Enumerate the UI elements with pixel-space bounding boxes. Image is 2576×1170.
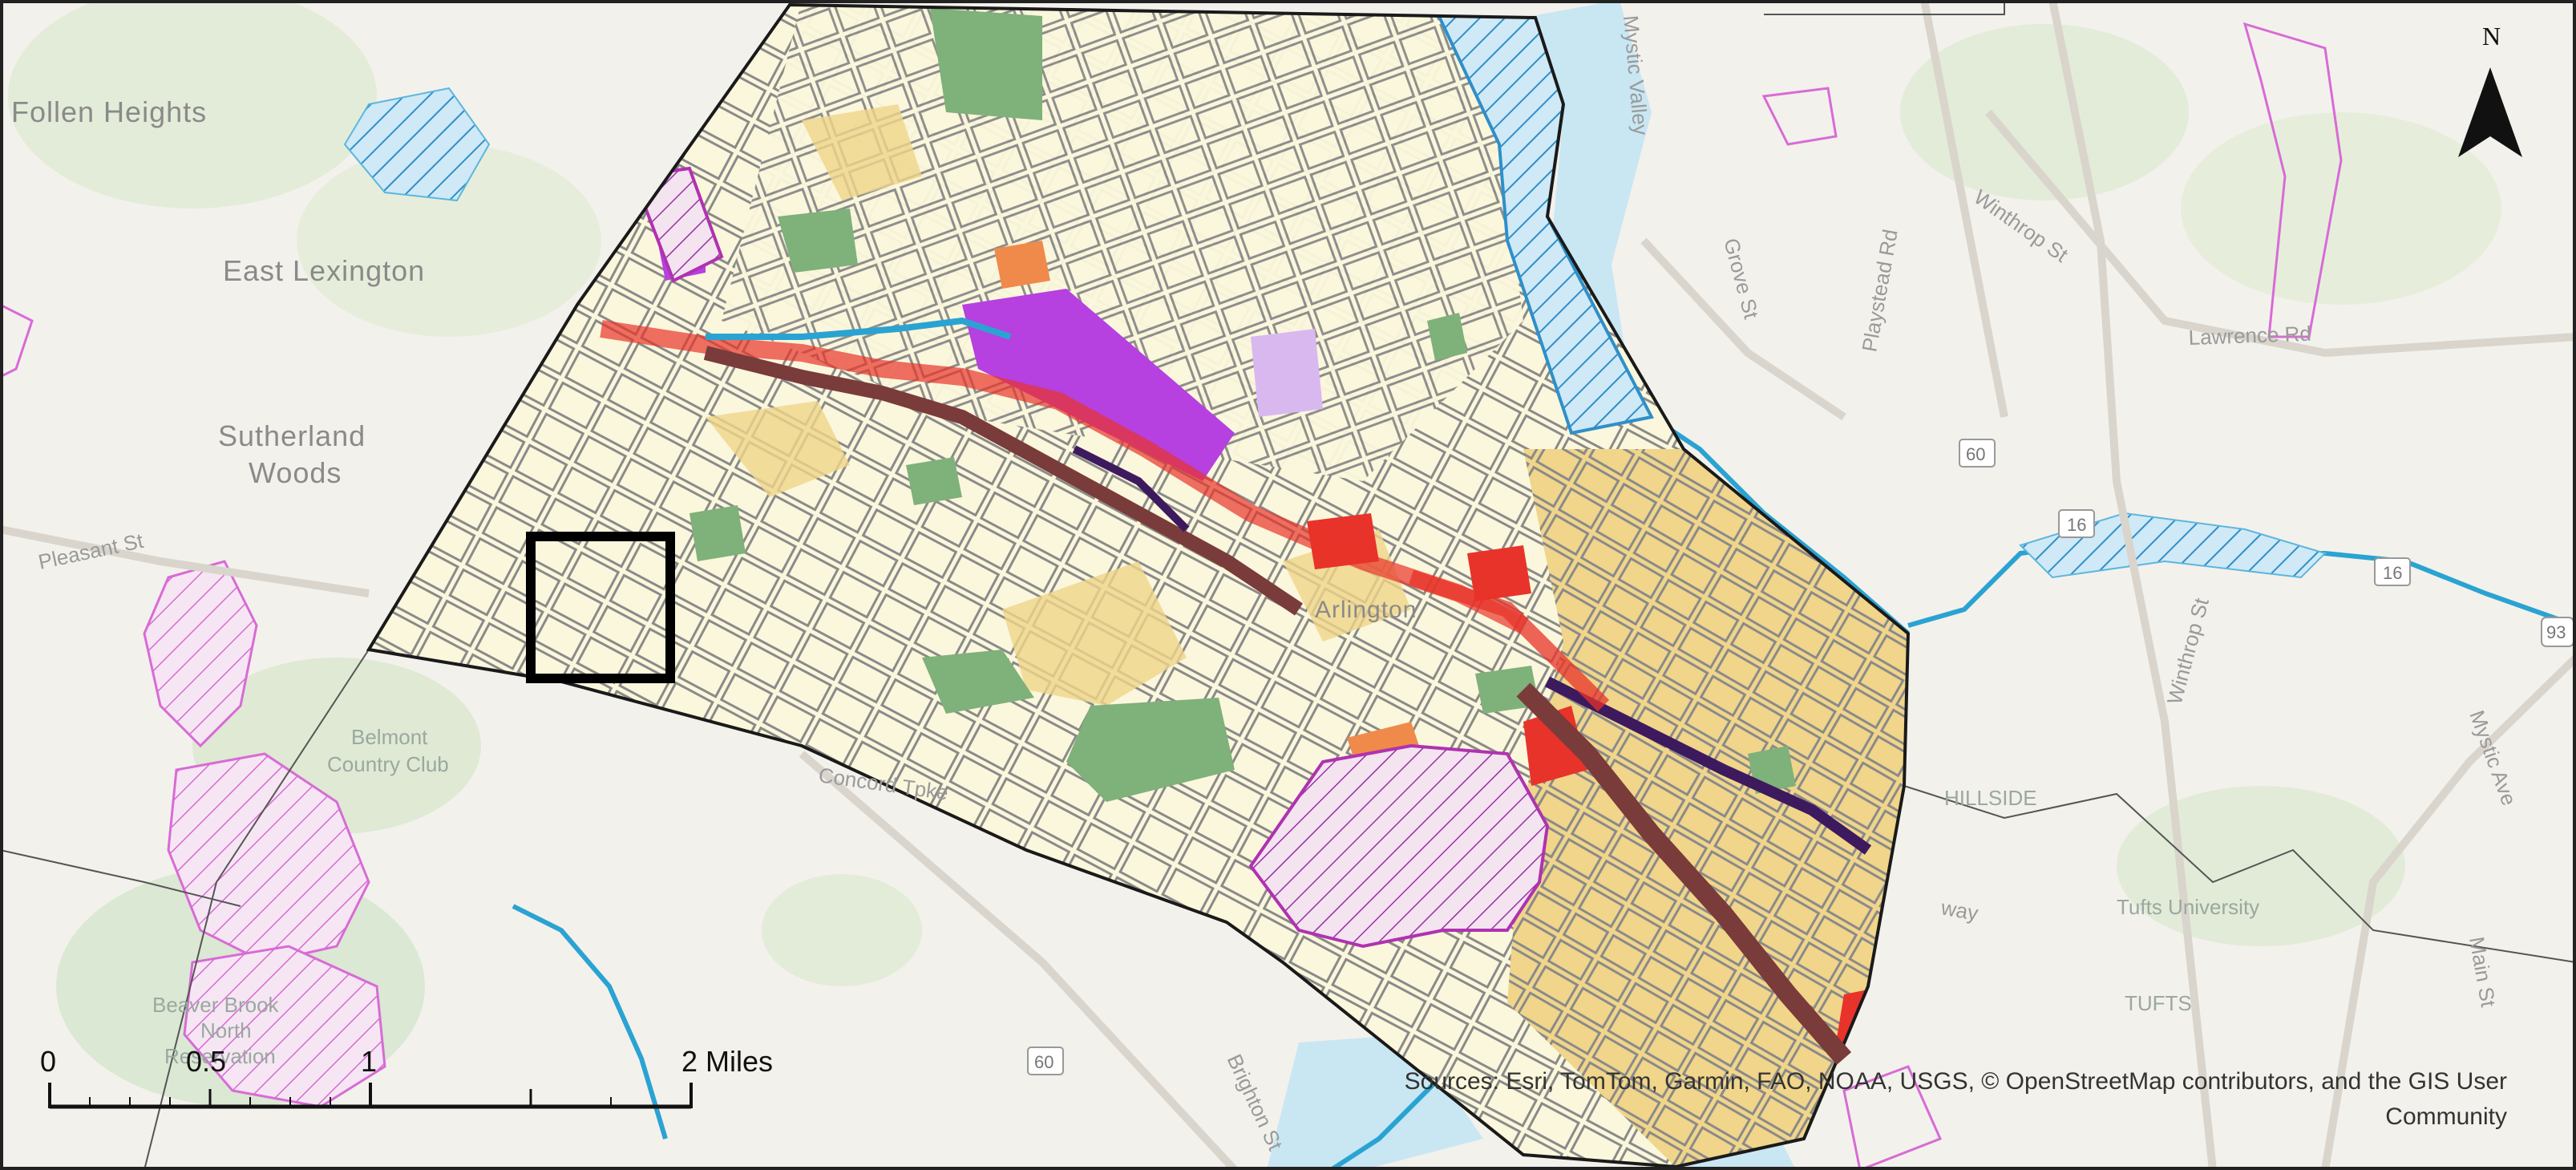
place-label-reservation: Reservation — [164, 1044, 276, 1068]
route-shield-16-2: 16 — [2383, 563, 2402, 583]
road-label-way: way — [1939, 895, 1980, 925]
place-label-hillside: HILLSIDE — [1944, 786, 2037, 810]
road-label-winthrop-st-2: Winthrop St — [2162, 595, 2214, 707]
place-label-follen-heights: Follen Heights — [11, 95, 207, 128]
road-label-pleasant-st: Pleasant St — [36, 528, 146, 574]
scale-label-0-5: 0.5 — [186, 1045, 226, 1078]
road-label-main-st: Main St — [2465, 935, 2501, 1010]
place-label-tufts-university: Tufts University — [2117, 895, 2259, 919]
north-arrow-label: N — [2482, 22, 2501, 51]
place-label-north: North — [200, 1018, 252, 1042]
place-label-tufts: TUFTS — [2125, 991, 2192, 1015]
wetland-hatch-areas — [0, 22, 2343, 1170]
place-label-woods: Woods — [249, 456, 342, 489]
route-shield-60: 60 — [1966, 444, 1985, 464]
road-label-brighton-st: Brighton St — [1223, 1051, 1288, 1155]
town-center-label: Arlington — [1315, 597, 1417, 623]
scale-label-1: 1 — [361, 1045, 377, 1078]
place-label-east-lexington: East Lexington — [223, 254, 425, 287]
corridor-overlays — [600, 317, 1872, 1065]
route-shield-93: 93 — [2546, 622, 2566, 642]
scale-label-2-miles: 2 Miles — [681, 1045, 773, 1078]
route-shield-60-2: 60 — [1034, 1052, 1053, 1072]
place-labels: Follen Heights East Lexington Sutherland… — [11, 95, 2259, 1068]
place-label-beaver-brook: Beaver Brook — [152, 993, 280, 1017]
road-label-lawrence-rd: Lawrence Rd — [2188, 322, 2311, 350]
north-arrow: N — [2458, 22, 2522, 157]
scale-label-0: 0 — [40, 1045, 56, 1078]
north-arrow-icon — [2458, 67, 2522, 157]
place-label-sutherland: Sutherland — [218, 419, 366, 452]
road-label-playstead-rd: Playstead Rd — [1857, 228, 1902, 354]
place-label-country-club: Country Club — [327, 752, 449, 776]
route-shield-16: 16 — [2067, 515, 2086, 535]
place-label-belmont: Belmont — [351, 725, 428, 749]
town-arlington[interactable] — [366, 0, 1911, 1169]
attribution-text: Sources: Esri, TomTom, Garmin, FAO, NOAA… — [1404, 1068, 2507, 1130]
scale-bar: 0 0.5 1 2 Miles — [40, 1045, 773, 1109]
route-shields: 60 16 16 93 60 — [1027, 439, 2574, 1075]
road-label-grove-st: Grove St — [1719, 236, 1764, 322]
study-area-box[interactable] — [526, 532, 675, 683]
